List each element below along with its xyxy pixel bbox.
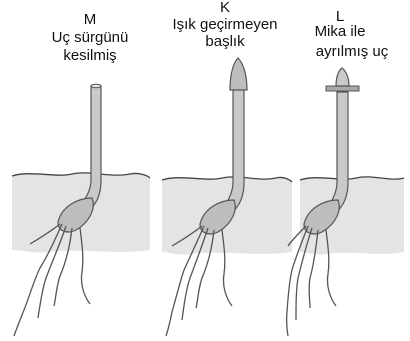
panel-l-separated-tip xyxy=(336,68,349,86)
panel-k-seedling xyxy=(162,58,292,336)
panel-l-seedling xyxy=(287,68,404,336)
panel-m-cut-top xyxy=(91,84,101,88)
panel-k-opaque-cap xyxy=(230,58,247,90)
panel-m-seedling xyxy=(12,84,150,336)
panel-l-mica-plate xyxy=(326,86,359,91)
